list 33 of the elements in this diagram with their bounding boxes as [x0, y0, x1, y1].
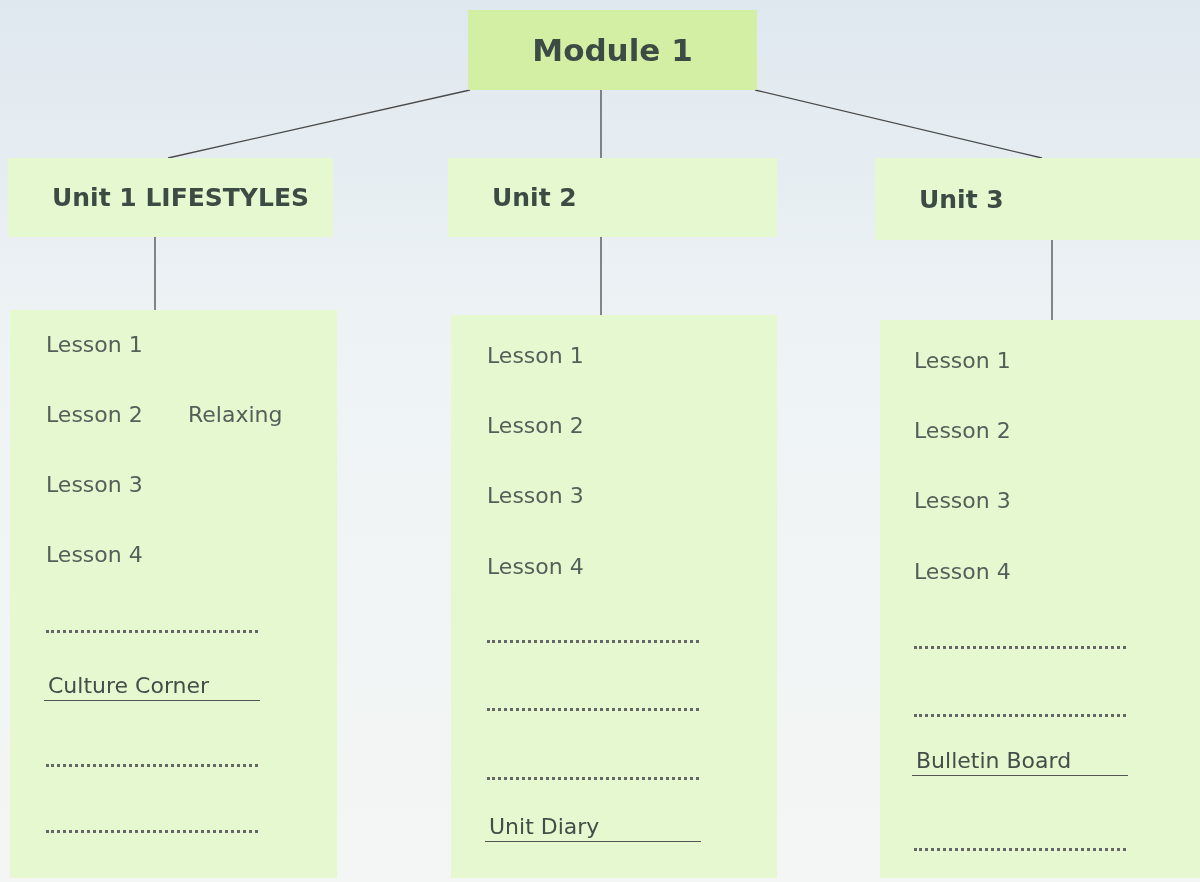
connector-line [754, 89, 1043, 159]
unit-box [875, 158, 1200, 240]
lesson-label: Lesson 4 [46, 541, 143, 569]
unit-box [448, 158, 777, 237]
module-box [468, 10, 757, 90]
connector-line [1051, 239, 1053, 321]
unit-title: Unit 2 [492, 183, 577, 212]
lesson-label: Lesson 2 [46, 401, 143, 429]
module-title: Module 1 [532, 32, 693, 68]
lesson-panel [451, 315, 777, 878]
unit-title: Unit 1 LIFESTYLES [52, 183, 309, 212]
connector-line [600, 236, 602, 316]
lesson-panel [10, 310, 337, 878]
unit-title: Unit 3 [919, 184, 1004, 214]
lesson-label: Lesson 2 [487, 412, 584, 440]
connector-line [154, 236, 156, 311]
lesson-panel [880, 320, 1200, 878]
lesson-label: Lesson 1 [487, 342, 584, 370]
lesson-label: Lesson 2 [914, 417, 1011, 445]
lesson-label: Lesson 4 [914, 558, 1011, 586]
lesson-label: Lesson 4 [487, 553, 584, 581]
connector-line [167, 89, 471, 159]
lesson-label: Lesson 3 [914, 487, 1011, 515]
unit-box [8, 158, 333, 237]
lesson-topic: Relaxing [188, 401, 283, 429]
connector-line [600, 89, 602, 159]
lesson-label: Lesson 1 [914, 347, 1011, 375]
underlined-section-title: Unit Diary [485, 813, 701, 842]
underlined-section-title: Culture Corner [44, 672, 260, 701]
lesson-label: Lesson 3 [487, 482, 584, 510]
lesson-label: Lesson 1 [46, 331, 143, 359]
underlined-section-title: Bulletin Board [912, 747, 1128, 776]
lesson-label: Lesson 3 [46, 471, 143, 499]
